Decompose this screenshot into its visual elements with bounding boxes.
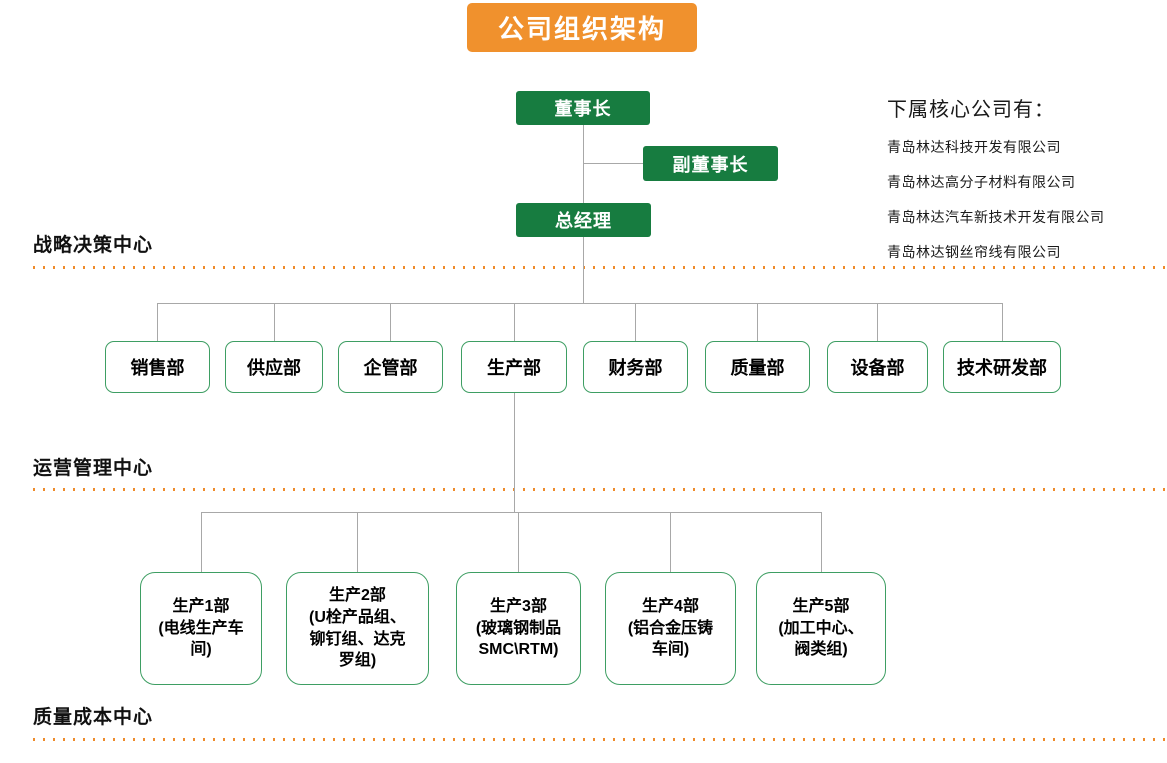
dotted-divider [33,266,1167,269]
connector-stub [821,512,822,572]
node-general-manager: 总经理 [516,203,651,237]
connector-departments-rail [157,303,1003,304]
node-dept-supply: 供应部 [225,341,323,393]
node-production-unit-3: 生产3部 (玻璃钢制品 SMC\RTM) [456,572,581,685]
connector-stub [157,303,158,341]
connector-stub [274,303,275,341]
subsidiaries-heading: 下属核心公司有： [887,99,1055,121]
section-label-strategic: 战略决策中心 [33,235,154,256]
connector-stub [518,512,519,572]
subsidiary-item: 青岛林达汽车新技术开发有限公司 [887,209,1105,225]
node-dept-production: 生产部 [461,341,567,393]
connector-gm-down [583,237,584,303]
dotted-divider [33,738,1167,741]
connector-production-down [514,393,515,512]
chart-title: 公司组织架构 [467,3,697,52]
node-vice-chairman: 副董事长 [643,146,778,181]
subsidiaries-panel: 下属核心公司有： 青岛林达科技开发有限公司 青岛林达高分子材料有限公司 青岛林达… [887,93,1105,262]
subsidiary-item: 青岛林达高分子材料有限公司 [887,174,1076,190]
connector-stub [635,303,636,341]
connector-vice-chairman [583,163,643,164]
node-dept-sales: 销售部 [105,341,210,393]
node-production-unit-5: 生产5部 (加工中心、 阀类组) [756,572,886,685]
dotted-divider [33,488,1167,491]
subsidiary-item: 青岛林达钢丝帘线有限公司 [887,244,1061,260]
connector-stub [390,303,391,341]
connector-stub [757,303,758,341]
subsidiary-item: 青岛林达科技开发有限公司 [887,139,1061,155]
connector-stub [201,512,202,572]
connector-stub [670,512,671,572]
node-production-unit-1: 生产1部 (电线生产车 间) [140,572,262,685]
connector-stub [877,303,878,341]
node-dept-quality: 质量部 [705,341,810,393]
node-production-unit-2: 生产2部 (U栓产品组、 铆钉组、达克 罗组) [286,572,429,685]
connector-stub [1002,303,1003,341]
node-dept-equipment: 设备部 [827,341,928,393]
node-dept-management: 企管部 [338,341,443,393]
connector-stub [357,512,358,572]
node-chairman: 董事长 [516,91,650,125]
section-label-operations: 运营管理中心 [33,458,154,479]
node-dept-finance: 财务部 [583,341,688,393]
node-production-unit-4: 生产4部 (铝合金压铸 车间) [605,572,736,685]
section-label-quality: 质量成本中心 [33,707,154,728]
node-dept-rnd: 技术研发部 [943,341,1061,393]
connector-stub [514,303,515,341]
connector-production-rail [201,512,822,513]
connector-chairman-gm [583,125,584,203]
